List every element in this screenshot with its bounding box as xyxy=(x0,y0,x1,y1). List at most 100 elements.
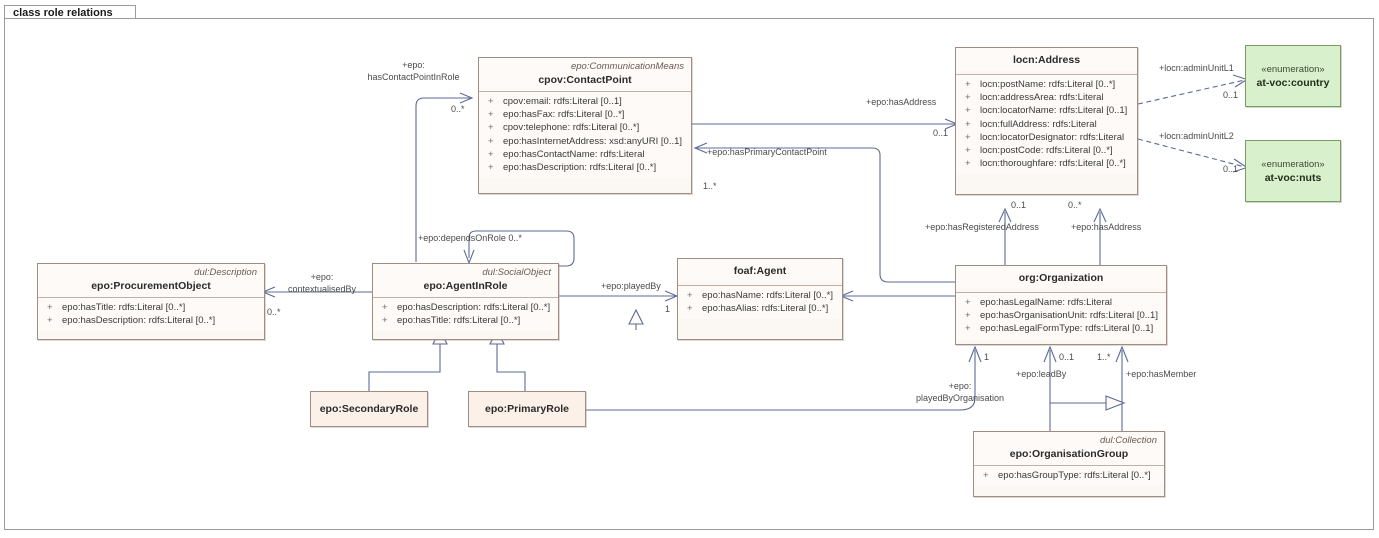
class-attributes-agent: +epo:hasName: rdfs:Literal [0..*] +epo:h… xyxy=(678,285,842,320)
edge-label-played-by-organisation-line1: +epo: xyxy=(948,381,972,391)
edge-label-lead-by: +epo:leadBy xyxy=(1016,369,1067,379)
visibility-marker: + xyxy=(965,92,971,104)
class-attribute: + epo:hasTitle: rdfs:Literal [0..*] xyxy=(42,301,260,314)
visibility-marker: + xyxy=(687,290,693,301)
class-node-organization[interactable]: org:Organization + epo:hasLegalName: rdfs… xyxy=(955,265,1167,345)
multiplicity-address-top: 0..1 xyxy=(933,128,949,138)
attribute-text: locn:postCode: rdfs:Literal [0..*] xyxy=(980,145,1113,157)
class-title-organisation-group: epo:OrganisationGroup xyxy=(1009,448,1129,460)
class-title-organization: org:Organization xyxy=(1018,272,1104,284)
edge-label-has-address-top: +epo:hasAddress xyxy=(866,97,937,107)
attribute-text: locn:locatorName: rdfs:Literal [0..1] xyxy=(980,105,1128,117)
visibility-marker: + xyxy=(965,145,971,157)
multiplicity-lead-by: 0..1 xyxy=(1059,352,1075,362)
class-attribute: + locn:postCode: rdfs:Literal [0..*] xyxy=(960,144,1133,157)
class-attributes-contact-point: +cpov:email: rdfs:Literal [0..1] +epo:ha… xyxy=(479,91,691,179)
class-attributes-organisation-group: +epo:hasGroupType: rdfs:Literal [0..*] xyxy=(974,465,1164,487)
class-attribute: +epo:hasDescription: rdfs:Literal [0..*] xyxy=(377,301,554,314)
class-attribute: +epo:hasFax: rdfs:Literal [0..*] xyxy=(483,108,687,121)
multiplicity-registered-address: 0..1 xyxy=(1011,200,1027,210)
class-attribute: + epo:hasContactName: rdfs:Literal xyxy=(483,148,687,161)
visibility-marker: + xyxy=(965,79,971,90)
visibility-marker: + xyxy=(965,131,971,143)
edge-label-played-by-organisation-line2: playedByOrganisation xyxy=(915,393,1005,403)
visibility-marker: + xyxy=(488,135,494,147)
class-header-organisation-group: dul:Collection epo:OrganisationGroup xyxy=(974,432,1164,465)
class-attribute: +locn:postName: rdfs:Literal [0..*] xyxy=(960,78,1133,91)
class-attribute: + epo:hasDescription: rdfs:Literal [0..*] xyxy=(42,314,260,327)
enumeration-node-at-voc-country[interactable]: «enumeration» at-voc:country xyxy=(1245,45,1341,107)
attribute-text: epo:hasTitle: rdfs:Literal [0..*] xyxy=(397,315,521,327)
class-attribute: + locn:fullAddress: rdfs:Literal xyxy=(960,118,1133,131)
class-attribute: + locn:locatorDesignator: rdfs:Literal xyxy=(960,131,1133,144)
edge-label-has-primary-contact-point: +epo:hasPrimaryContactPoint xyxy=(707,147,827,157)
diagram-frame-tab-label: class role relations xyxy=(13,7,113,19)
class-title-agent-in-role: epo:AgentInRole xyxy=(423,280,508,292)
visibility-marker: + xyxy=(47,302,53,313)
class-node-organisation-group[interactable]: dul:Collection epo:OrganisationGroup +ep… xyxy=(973,431,1165,497)
class-attribute: +locn:thoroughfare: rdfs:Literal [0..*] xyxy=(960,157,1133,170)
class-title-secondary-role: epo:SecondaryRole xyxy=(319,403,419,415)
multiplicity-contact-point-source: 0..* xyxy=(451,104,465,114)
edge-label-depends-on-role: +epo:dependsOnRole 0..* xyxy=(418,233,522,243)
multiplicity-admin-unit-l1: 0..1 xyxy=(1223,90,1239,100)
class-attribute: +epo:hasLegalFormType: rdfs:Literal [0..… xyxy=(960,322,1162,335)
diagram-frame-tab: class role relations xyxy=(4,5,136,20)
class-node-secondary-role[interactable]: epo:SecondaryRole xyxy=(310,391,428,427)
attribute-text: epo:hasFax: rdfs:Literal [0..*] xyxy=(503,109,625,121)
class-header-agent-in-role: dul:SocialObject epo:AgentInRole xyxy=(373,264,558,297)
visibility-marker: + xyxy=(488,162,494,174)
attribute-text: epo:hasAlias: rdfs:Literal [0..*] xyxy=(702,303,829,315)
class-node-agent-in-role[interactable]: dul:SocialObject epo:AgentInRole +epo:ha… xyxy=(372,263,559,340)
class-node-agent[interactable]: foaf:Agent +epo:hasName: rdfs:Literal [0… xyxy=(677,258,843,340)
class-node-contact-point[interactable]: epo:CommunicationMeans cpov:ContactPoint… xyxy=(478,57,692,194)
attribute-text: locn:fullAddress: rdfs:Literal xyxy=(980,118,1097,130)
class-attributes-address: +locn:postName: rdfs:Literal [0..*] +loc… xyxy=(956,74,1137,175)
edge-label-admin-unit-l1: +locn:adminUnitL1 xyxy=(1159,63,1234,73)
class-attribute: +cpov:email: rdfs:Literal [0..1] xyxy=(483,95,687,108)
multiplicity-primary-contact-point: 1..* xyxy=(703,181,717,191)
edge-label-contextualised-by-line1: +epo: xyxy=(310,272,334,282)
class-attribute: +epo:hasName: rdfs:Literal [0..*] xyxy=(682,289,838,302)
class-attribute: +locn:addressArea: rdfs:Literal xyxy=(960,91,1133,104)
enumeration-title-country: at-voc:country xyxy=(1256,76,1330,89)
multiplicity-agent-played-by: 1 xyxy=(665,304,671,314)
class-node-primary-role[interactable]: epo:PrimaryRole xyxy=(468,391,586,427)
class-attribute: +locn:locatorName: rdfs:Literal [0..1] xyxy=(960,104,1133,117)
class-attribute: +epo:hasTitle: rdfs:Literal [0..*] xyxy=(377,314,554,327)
attribute-text: epo:hasContactName: rdfs:Literal xyxy=(503,148,645,160)
class-attribute: +epo:hasGroupType: rdfs:Literal [0..*] xyxy=(978,469,1160,482)
class-header-organization: org:Organization xyxy=(956,266,1166,289)
attribute-text: epo:hasInternetAddress: xsd:anyURI [0..1… xyxy=(503,135,683,147)
attribute-text: locn:locatorDesignator: rdfs:Literal xyxy=(980,131,1125,143)
class-header-contact-point: epo:CommunicationMeans cpov:ContactPoint xyxy=(479,58,691,91)
attribute-text: cpov:telephone: rdfs:Literal [0..*] xyxy=(503,122,640,134)
attribute-text: epo:hasDescription: rdfs:Literal [0..*] xyxy=(62,315,216,327)
attribute-text: epo:hasLegalName: rdfs:Literal xyxy=(980,297,1113,308)
visibility-marker: + xyxy=(965,310,971,322)
visibility-marker: + xyxy=(488,148,494,160)
class-node-procurement-object[interactable]: dul:Description epo:ProcurementObject + e… xyxy=(37,263,265,340)
visibility-marker: + xyxy=(382,302,388,313)
class-attribute: + epo:hasLegalName: rdfs:Literal xyxy=(960,296,1162,309)
attribute-text: epo:hasDescription: rdfs:Literal [0..*] xyxy=(503,162,657,174)
attribute-text: epo:hasOrganisationUnit: rdfs:Literal [0… xyxy=(980,310,1158,322)
class-stereotype-procurement-object: dul:Description xyxy=(194,267,257,278)
attribute-text: epo:hasTitle: rdfs:Literal [0..*] xyxy=(62,302,186,313)
edge-label-admin-unit-l2: +locn:adminUnitL2 xyxy=(1159,131,1234,141)
class-attribute: + epo:hasInternetAddress: xsd:anyURI [0..… xyxy=(483,135,687,148)
class-attribute: +epo:hasAlias: rdfs:Literal [0..*] xyxy=(682,302,838,315)
class-attributes-organization: +epo:hasLegalName: rdfs:Literal +epo:has… xyxy=(956,292,1166,340)
class-attributes-procurement-object: + epo:hasTitle: rdfs:Literal [0..*] + epo:… xyxy=(38,297,264,332)
visibility-marker: + xyxy=(965,118,971,130)
attribute-text: epo:hasGroupType: rdfs:Literal [0..*] xyxy=(998,470,1151,481)
attribute-text: cpov:email: rdfs:Literal [0..1] xyxy=(503,96,622,107)
visibility-marker: + xyxy=(965,297,971,308)
visibility-marker: + xyxy=(47,315,53,327)
enumeration-node-at-voc-nuts[interactable]: «enumeration» at-voc:nuts xyxy=(1245,140,1341,202)
class-attribute: + epo:hasDescription: rdfs:Literal [0..*] xyxy=(483,161,687,174)
class-title-procurement-object: epo:ProcurementObject xyxy=(91,280,211,292)
class-attribute: +cpov:telephone: rdfs:Literal [0..*] xyxy=(483,121,687,134)
class-node-address[interactable]: locn:Address +locn:postName: rdfs:Litera… xyxy=(955,47,1138,195)
